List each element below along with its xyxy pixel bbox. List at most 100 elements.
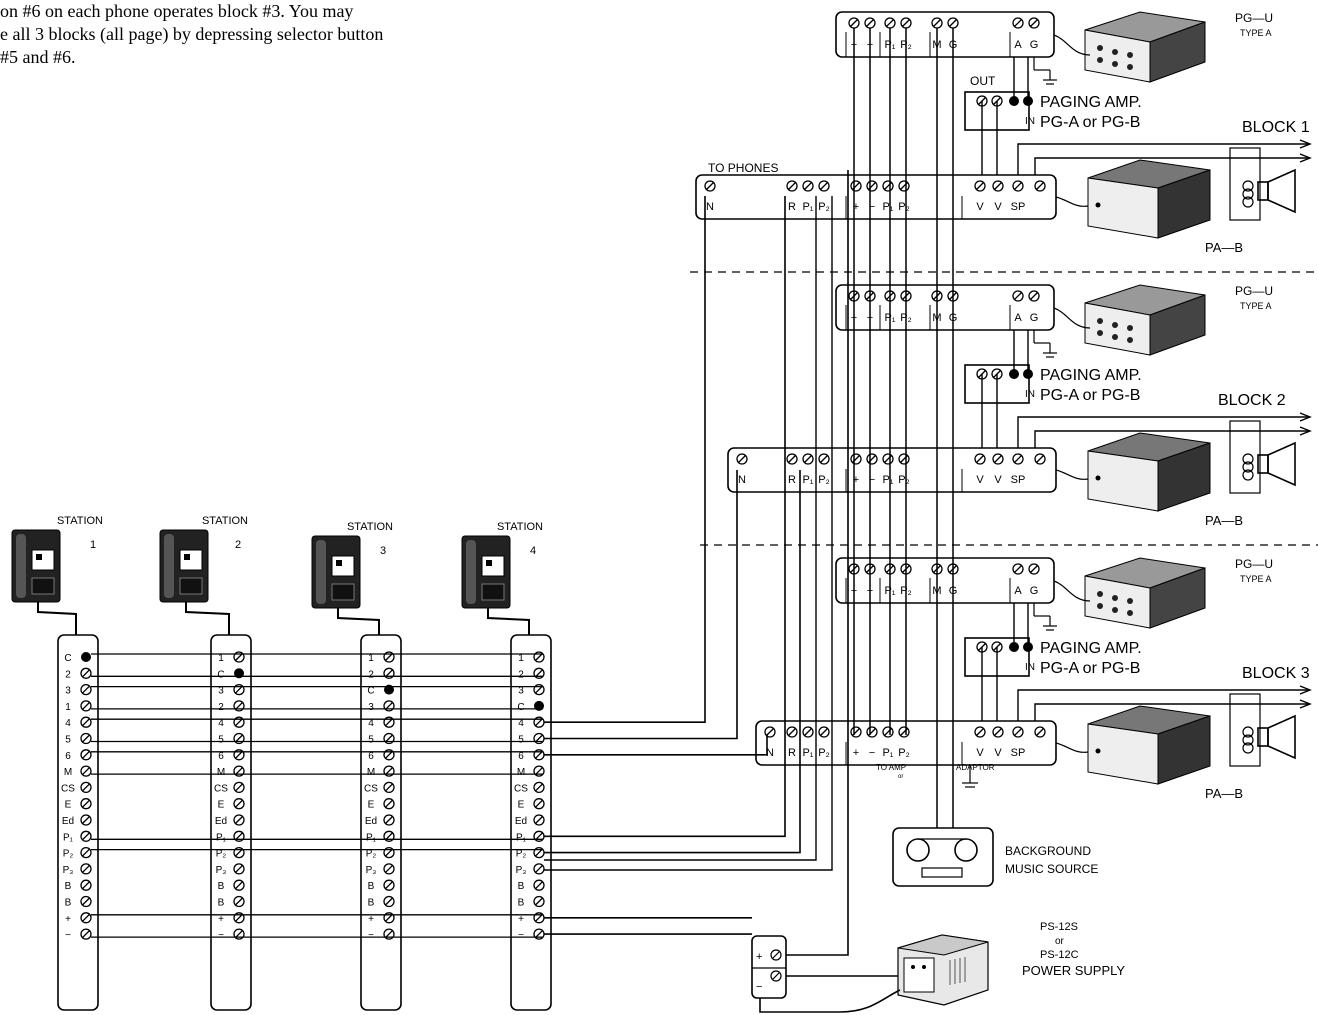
- screw-terminal-icon: [974, 180, 986, 192]
- phone-terminal-label: P₁: [882, 474, 893, 486]
- screw-terminal-icon: [80, 928, 92, 940]
- terminal-label: P₂: [366, 849, 377, 860]
- phone-terminal-label: P₁: [802, 474, 813, 486]
- terminal-label: 5: [218, 735, 224, 746]
- screw-terminal-icon: [818, 453, 830, 465]
- screw-terminal-icon: [802, 726, 814, 738]
- phone-terminal-label: −: [869, 474, 875, 486]
- paging-amp-label: PAGING AMP.: [1040, 640, 1142, 657]
- pg-type-label: TYPE A: [1240, 574, 1272, 584]
- pg-type-label: TYPE A: [1240, 301, 1272, 311]
- screw-terminal-icon: [383, 814, 395, 826]
- pg-u-unit-icon: [1053, 557, 1206, 629]
- terminal-label: Ed: [215, 816, 227, 827]
- pg-model-label: PG—U: [1235, 284, 1273, 298]
- terminal-label: E: [65, 800, 72, 811]
- terminal-label: 1: [218, 653, 224, 664]
- phone-terminal-label: V: [994, 747, 1002, 759]
- terminal-label: M: [217, 767, 225, 778]
- wires-layer: [91, 28, 978, 938]
- terminal-label: E: [218, 800, 225, 811]
- screw-terminal-icon: [704, 180, 716, 192]
- station-terminal-box: [510, 634, 552, 1011]
- phone-terminal-label: P₂: [818, 747, 830, 759]
- screw-terminal-icon: [850, 453, 862, 465]
- screw-terminal-icon: [233, 879, 245, 891]
- phone-terminal-label: +: [853, 747, 859, 759]
- ps-label-2: PS-12C: [1040, 949, 1079, 961]
- terminal-label: P₁: [63, 832, 74, 843]
- screw-terminal-icon: [80, 912, 92, 924]
- power-supply-unit: [897, 934, 989, 1006]
- terminal-label: P₂: [63, 849, 74, 860]
- phone-terminal-label: P₂: [898, 474, 910, 486]
- phone-terminal-label: P₂: [818, 474, 830, 486]
- bgm-label-2: MUSIC SOURCE: [1005, 862, 1098, 876]
- phone-terminal-label: +: [853, 201, 859, 213]
- screw-terminal-icon: [1034, 180, 1046, 192]
- terminal-label: B: [65, 898, 72, 909]
- phone-terminal-label: SP: [1011, 747, 1026, 759]
- pg-terminal-strip: +−P₁P₂MGAG: [835, 11, 1055, 58]
- paging-amp-terminals: IN: [964, 637, 1035, 677]
- amp-in-label: IN: [1025, 116, 1035, 127]
- screw-terminal-icon: [533, 814, 545, 826]
- screw-terminal-icon: [884, 17, 896, 29]
- phone-terminal-label: P₁: [882, 201, 893, 213]
- screw-terminal-icon: [882, 180, 894, 192]
- screw-terminal-icon: [992, 726, 1004, 738]
- terminal-label: 6: [368, 751, 374, 762]
- pg-terminal-label: G: [1030, 312, 1039, 324]
- screw-terminal-icon: [1012, 180, 1024, 192]
- pa-b-label: PA—B: [1205, 786, 1243, 801]
- station-terminal-box: [57, 634, 99, 1011]
- terminal-label: P₃: [366, 865, 377, 876]
- terminal-label: +: [218, 914, 224, 925]
- supply-minus-label: −: [756, 981, 762, 993]
- screw-terminal-icon: [898, 726, 910, 738]
- screw-terminal-icon: [383, 781, 395, 794]
- telephone-icon: [311, 535, 361, 609]
- screw-terminal-icon: [533, 798, 545, 810]
- phone-terminal-label: V: [976, 474, 984, 486]
- intro-line-3: #5 and #6.: [0, 47, 76, 67]
- screw-terminal-icon: [1012, 726, 1024, 738]
- screw-terminal-icon: [80, 700, 92, 712]
- screw-terminal-icon: [533, 781, 545, 794]
- screw-terminal-icon: [80, 683, 92, 696]
- telephone-icon: [461, 535, 511, 609]
- screw-terminal-icon: [383, 895, 395, 908]
- telephone-icon: [11, 529, 61, 603]
- screw-terminal-icon: [992, 453, 1004, 465]
- pa-b-amplifier-icon: [1055, 705, 1211, 785]
- intro-text: on #6 on each phone operates block #3. Y…: [0, 0, 383, 69]
- terminal-label: B: [368, 898, 375, 909]
- terminal-label: C: [517, 702, 524, 713]
- screw-terminal-icon: [848, 17, 860, 29]
- phone-terminal-label: R: [788, 474, 796, 486]
- terminal-label: 1: [518, 653, 524, 664]
- terminal-label: P₁: [366, 832, 377, 843]
- paging-amp-terminals: IN: [964, 364, 1035, 404]
- terminal-label: P₁: [216, 832, 227, 843]
- phone-terminal-label: −: [869, 201, 875, 213]
- terminal-label: CS: [364, 783, 378, 794]
- screw-terminal-icon: [818, 180, 830, 192]
- terminal-label: 3: [65, 686, 71, 697]
- terminal-label: M: [517, 767, 525, 778]
- to-amp-or-label: or: [898, 774, 903, 780]
- terminal-label: 2: [368, 669, 374, 680]
- pg-terminal-strip: +−P₁P₂MGAG: [835, 557, 1055, 604]
- stations-layer: STATION1C231456MCSEEdP₁P₂P₃BB+−STATION21…: [11, 515, 552, 1011]
- out-label: OUT: [970, 74, 996, 88]
- phone-terminal-label: N: [738, 474, 746, 486]
- terminal-label: P₃: [63, 865, 74, 876]
- speaker-icon: [1229, 147, 1296, 221]
- screw-terminal-icon: [786, 726, 798, 738]
